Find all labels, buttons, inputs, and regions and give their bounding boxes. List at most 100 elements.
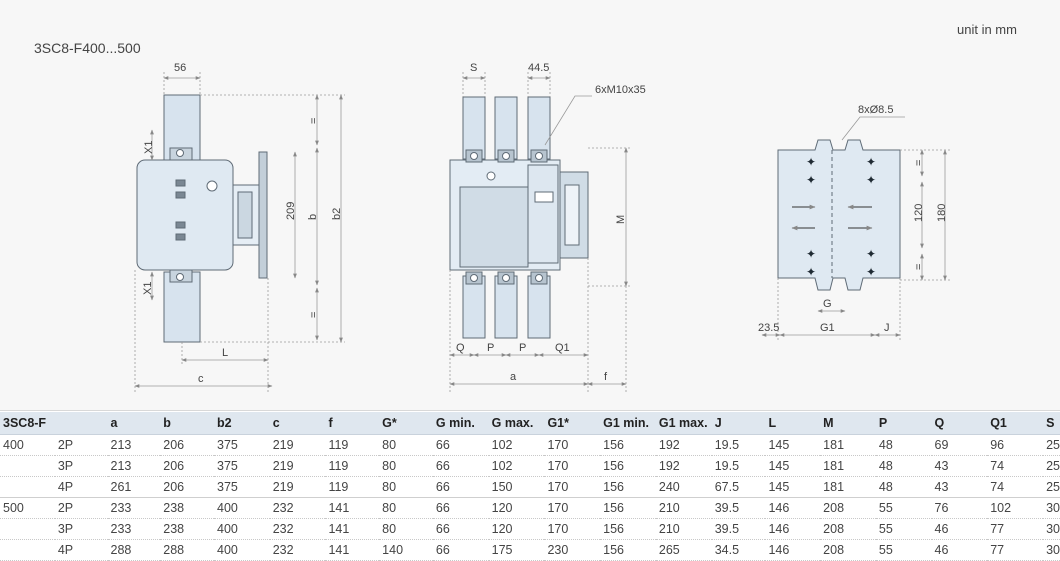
svg-text:✦: ✦: [806, 173, 816, 187]
col-header: Q1: [987, 412, 1044, 435]
table-cell: 238: [160, 497, 214, 519]
table-cell: 181: [820, 476, 876, 498]
label-eq-top: =: [308, 118, 320, 124]
table-cell: 55: [875, 539, 932, 561]
mounting-view-dimensions: [761, 116, 950, 340]
table-cell: 210: [655, 518, 712, 540]
table-cell: 48: [875, 434, 932, 456]
label-56: 56: [174, 62, 186, 74]
svg-text:✦: ✦: [806, 155, 816, 169]
col-header: 3SC8-F: [0, 412, 55, 435]
table-cell: 102: [488, 434, 545, 456]
table-cell: 80: [379, 455, 433, 477]
table-cell: 192: [655, 434, 712, 456]
table-cell: 120: [488, 497, 545, 519]
col-header: G min.: [432, 412, 489, 435]
table-cell: 213: [107, 434, 161, 456]
table-cell: 170: [544, 518, 601, 540]
label-G: G: [823, 298, 832, 310]
table-cell: 74: [987, 455, 1044, 477]
table-cell: 219: [269, 476, 326, 498]
table-cell: 80: [379, 476, 433, 498]
table-cell: 46: [931, 539, 988, 561]
side-view-dimensions: [134, 72, 345, 392]
table-cell: 102: [488, 455, 545, 477]
label-209: 209: [285, 202, 297, 220]
label-x1-top: X1: [143, 141, 155, 154]
table-cell: 19.5: [711, 434, 766, 456]
table-cell: 170: [544, 497, 601, 519]
table-cell: 232: [269, 539, 326, 561]
col-header: G1 max.: [655, 412, 712, 435]
rating-cell: [0, 476, 55, 498]
label-23-5: 23.5: [758, 322, 779, 334]
table-cell: 120: [488, 518, 545, 540]
table-cell: 238: [160, 518, 214, 540]
dimension-table: 3SC8-F a b b2 c f G* G min. G max. G1* G…: [0, 412, 1060, 561]
table-cell: 102: [987, 497, 1044, 519]
table-cell: 150: [488, 476, 545, 498]
label-P2: P: [519, 342, 526, 354]
label-Q: Q: [456, 342, 465, 354]
label-f: f: [604, 371, 608, 383]
table-cell: 206: [160, 434, 214, 456]
table-cell: 232: [269, 497, 326, 519]
col-header: G max.: [488, 412, 545, 435]
col-header: f: [325, 412, 380, 435]
label-c: c: [198, 373, 204, 385]
terminal-3-bottom: [527, 275, 551, 339]
table-cell: 48: [875, 455, 932, 477]
label-Q1: Q1: [555, 342, 570, 354]
table-cell: 219: [269, 455, 326, 477]
table-cell: 30: [1043, 539, 1060, 561]
table-cell: 240: [655, 476, 712, 498]
col-header: [54, 412, 108, 435]
table-cell: 80: [379, 434, 433, 456]
svg-text:✦: ✦: [806, 247, 816, 261]
table-cell: 67.5: [711, 476, 766, 498]
table-cell: 119: [325, 455, 380, 477]
mounting-view: ✦ ✦ ✦ ✦ ✦ ✦ ✦ ✦: [777, 139, 901, 291]
table-cell: 181: [820, 455, 876, 477]
col-header: c: [269, 412, 326, 435]
table-cell: 265: [655, 539, 712, 561]
table-cell: 19.5: [711, 455, 766, 477]
table-cell: 233: [107, 497, 161, 519]
table-cell: 66: [432, 497, 489, 519]
table-cell: 156: [600, 455, 656, 477]
table-cell: 232: [269, 518, 326, 540]
table-cell: 66: [432, 434, 489, 456]
table-cell: 141: [325, 539, 380, 561]
table-cell: 55: [875, 518, 932, 540]
table-cell: 208: [820, 497, 876, 519]
col-header: M: [820, 412, 876, 435]
col-header: Q: [931, 412, 988, 435]
col-header: G*: [379, 412, 433, 435]
mounting-plate: [777, 139, 901, 291]
table-cell: 146: [765, 497, 821, 519]
table-cell: 140: [379, 539, 433, 561]
pole-cell: 3P: [54, 518, 108, 540]
mounting-rail: [258, 151, 268, 279]
table-cell: 141: [325, 497, 380, 519]
table-cell: 69: [931, 434, 988, 456]
svg-text:✦: ✦: [866, 265, 876, 279]
col-header: L: [765, 412, 821, 435]
table-cell: 76: [931, 497, 988, 519]
label-L: L: [222, 347, 228, 359]
table-cell: 96: [987, 434, 1044, 456]
mounting-view-labels: 8xØ8.5 120 180 = = G 23.5 G1 J: [758, 104, 948, 334]
pole-cell: 4P: [54, 476, 108, 498]
terminal-2-bottom: [494, 275, 518, 339]
table-cell: 233: [107, 518, 161, 540]
table-cell: 30: [1043, 497, 1060, 519]
table-cell: 119: [325, 476, 380, 498]
table-cell: 25: [1043, 476, 1060, 498]
table-cell: 43: [931, 476, 988, 498]
col-header: S: [1043, 412, 1060, 435]
table-cell: 175: [488, 539, 545, 561]
table-cell: 375: [214, 476, 270, 498]
table-cell: 66: [432, 455, 489, 477]
